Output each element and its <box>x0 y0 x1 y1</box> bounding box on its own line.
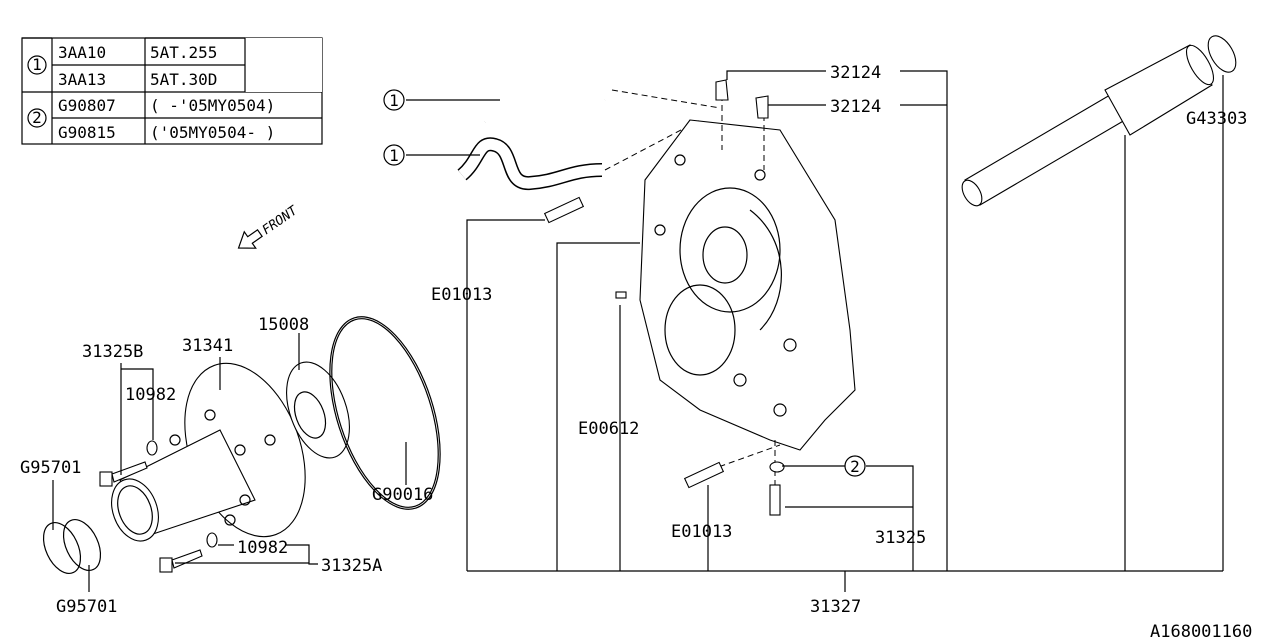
ref-circle-1 <box>27 55 47 75</box>
table-cell-code: G90815 <box>58 123 116 142</box>
part-label-g95701: G95701 <box>20 458 81 478</box>
table-cell-code: G90807 <box>58 96 116 115</box>
part-label-32124: 32124 <box>830 63 881 83</box>
part-label-g43303: G43303 <box>1186 109 1247 129</box>
leader-lines <box>466 70 1224 592</box>
o-ring-part <box>329 316 441 510</box>
part-label-31325b: 31325B <box>82 342 143 362</box>
callout-ref-1: 1 <box>389 146 399 165</box>
leader-lines-left <box>52 333 407 592</box>
front-label: FRONT <box>260 203 302 238</box>
part-label-10982: 10982 <box>237 538 288 558</box>
seal-ring-part <box>1207 35 1237 73</box>
bolt-part <box>769 484 781 516</box>
fitting-part <box>755 95 769 119</box>
legend-table: 1 2 3AA10 5AT.255 3AA13 5AT.30D G90807 (… <box>21 37 323 145</box>
part-label-g95701: G95701 <box>56 597 117 617</box>
ref-circle-2 <box>27 108 47 128</box>
table-cell-desc: 5AT.30D <box>150 70 217 89</box>
part-label-e01013: E01013 <box>431 285 492 305</box>
table-cell-desc: ( -'05MY0504) <box>150 96 275 115</box>
table-cell-code: 3AA10 <box>58 43 106 62</box>
fitting-part <box>715 79 729 101</box>
washer-part <box>769 461 785 473</box>
transmission-housing-part <box>639 119 856 451</box>
diagram-id: A168001160 <box>1150 622 1252 640</box>
callout-ref-2: 2 <box>850 457 860 476</box>
callout-ref-1: 1 <box>389 91 399 110</box>
table-cell-code: 3AA13 <box>58 70 106 89</box>
washer-part <box>146 440 158 456</box>
ref-number: 2 <box>32 108 42 127</box>
ref-number: 1 <box>32 55 42 74</box>
ref-circle-1 <box>383 89 405 111</box>
table-cell-desc: ('05MY0504- ) <box>150 123 275 142</box>
pin-part <box>615 291 627 299</box>
part-label-g90016: G90016 <box>372 485 433 505</box>
part-label-31325a: 31325A <box>321 556 382 576</box>
part-label-31341: 31341 <box>182 336 233 356</box>
part-label-31327: 31327 <box>810 597 861 617</box>
part-label-10982: 10982 <box>125 385 176 405</box>
front-arrow-icon: FRONT <box>237 203 302 249</box>
part-label-32124: 32124 <box>830 97 881 117</box>
ref-circle-2 <box>844 455 866 477</box>
part-label-15008: 15008 <box>258 315 309 335</box>
table-cell-desc: 5AT.255 <box>150 43 217 62</box>
oil-pump-rotor-part <box>286 361 350 459</box>
oil-pump-housing-part <box>111 362 306 542</box>
part-label-e01013: E01013 <box>671 522 732 542</box>
washer-part <box>206 532 218 548</box>
ref-circle-1 <box>383 144 405 166</box>
part-label-31325: 31325 <box>875 528 926 548</box>
hose-part <box>457 86 607 190</box>
dowel-pin-part <box>683 461 725 489</box>
shaft-part <box>961 35 1237 207</box>
dowel-pin-part <box>543 196 585 224</box>
seal-rings-part <box>42 519 102 574</box>
part-label-e00612: E00612 <box>578 419 639 439</box>
